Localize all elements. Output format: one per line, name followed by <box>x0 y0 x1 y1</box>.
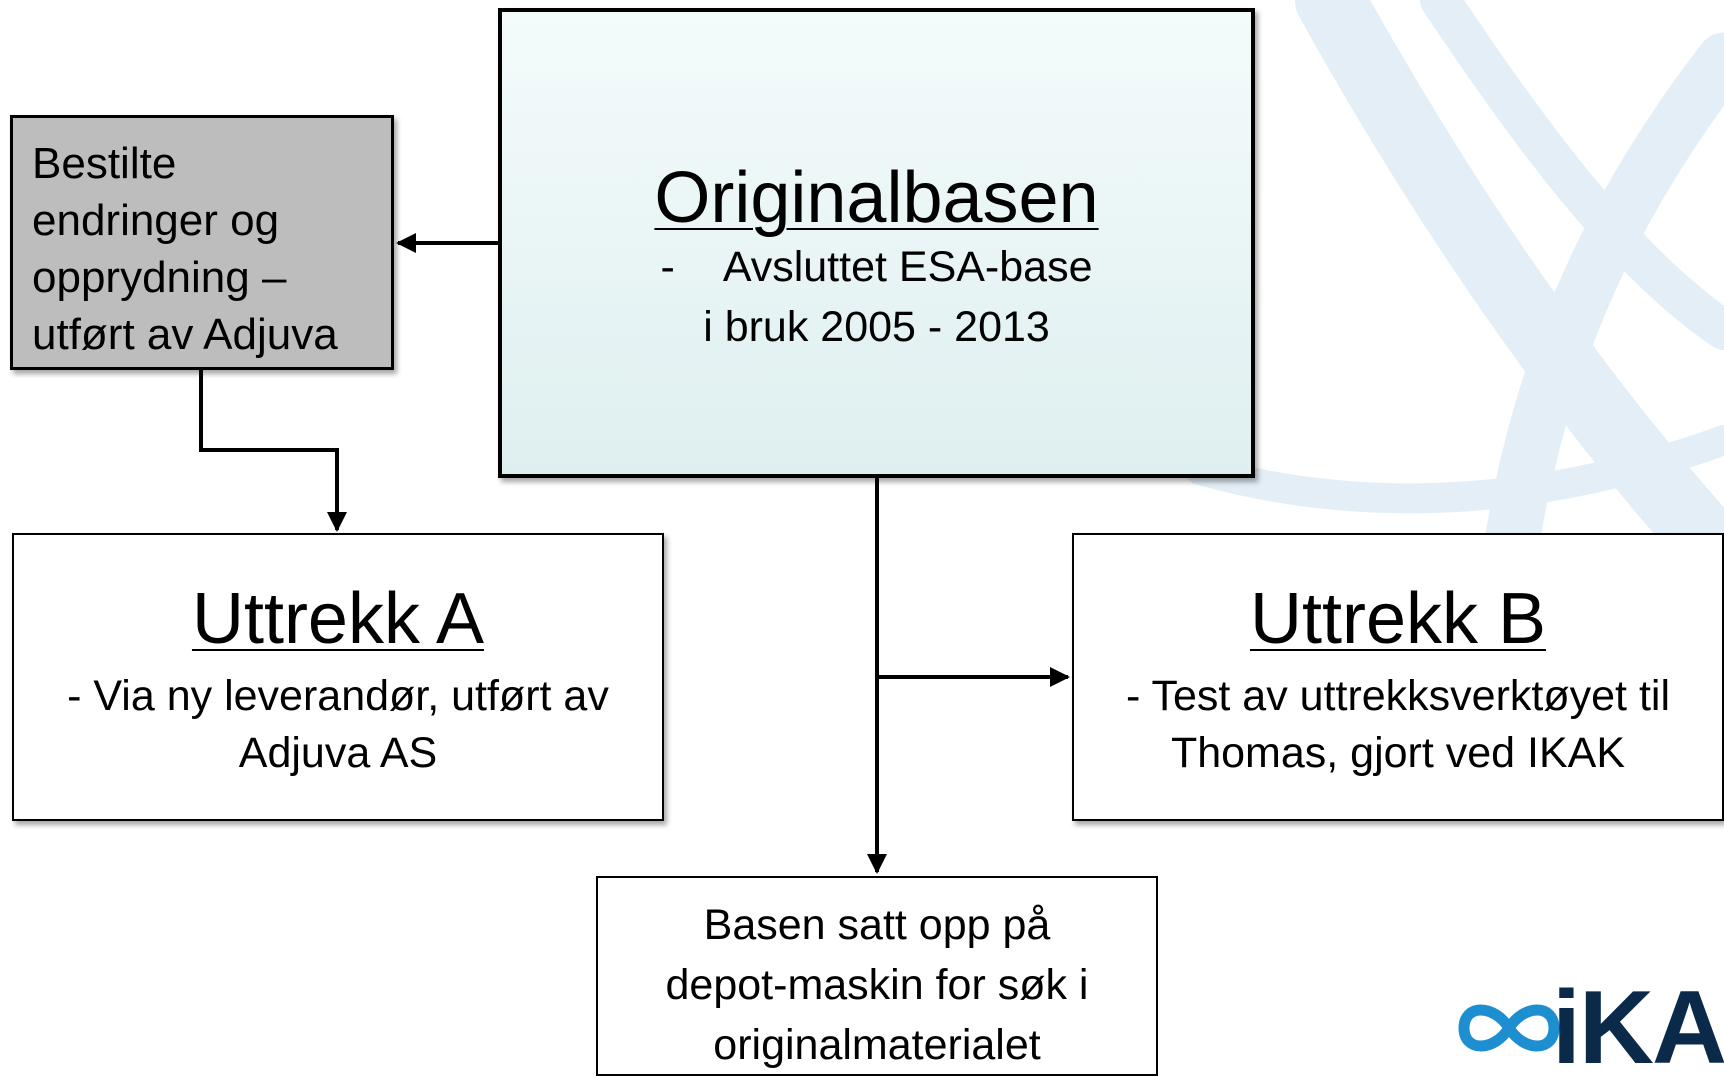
adjuva-line: Bestilte <box>32 139 177 188</box>
original-line-1-text: Avsluttet ESA-base <box>722 243 1093 291</box>
original-database-box: Originalbasen -Avsluttet ESA-base i bruk… <box>498 8 1255 478</box>
uttrekk-b-box: Uttrekk B - Test av uttrekksverktøyet ti… <box>1072 533 1724 821</box>
uttrekk-a-box: Uttrekk A - Via ny leverandør, utført av… <box>12 533 664 821</box>
original-dash: - <box>660 243 675 291</box>
adjuva-changes-box: Bestilte endringer og opprydning – utfør… <box>10 115 394 370</box>
uttrekk-b-line-2: Thomas, gjort ved IKAK <box>1170 729 1626 777</box>
original-title: Originalbasen <box>654 158 1099 238</box>
depot-machine-box: Basen satt opp på depot-maskin for søk i… <box>596 876 1158 1076</box>
uttrekk-b-line-1: - Test av uttrekksverktøyet til <box>1125 672 1670 720</box>
adjuva-line: opprydning – <box>32 253 287 302</box>
infinity-icon <box>1458 1004 1560 1052</box>
adjuva-line: utført av Adjuva <box>32 310 338 359</box>
depot-line-3: originalmaterialet <box>713 1021 1041 1069</box>
uttrekk-a-line-1: - Via ny leverandør, utført av <box>67 672 609 720</box>
original-line-2: i bruk 2005 - 2013 <box>703 303 1050 351</box>
ika-logo: iKA <box>1454 982 1724 1066</box>
uttrekk-b-title: Uttrekk B <box>1249 579 1547 659</box>
adjuva-line: endringer og <box>32 196 280 245</box>
logo-text: iKA <box>1552 982 1724 1066</box>
uttrekk-a-title: Uttrekk A <box>191 579 485 659</box>
depot-line-1: Basen satt opp på <box>703 901 1051 949</box>
depot-line-2: depot-maskin for søk i <box>665 961 1089 1009</box>
original-line-1: -Avsluttet ESA-base <box>502 240 1251 294</box>
uttrekk-a-line-2: Adjuva AS <box>238 729 438 777</box>
